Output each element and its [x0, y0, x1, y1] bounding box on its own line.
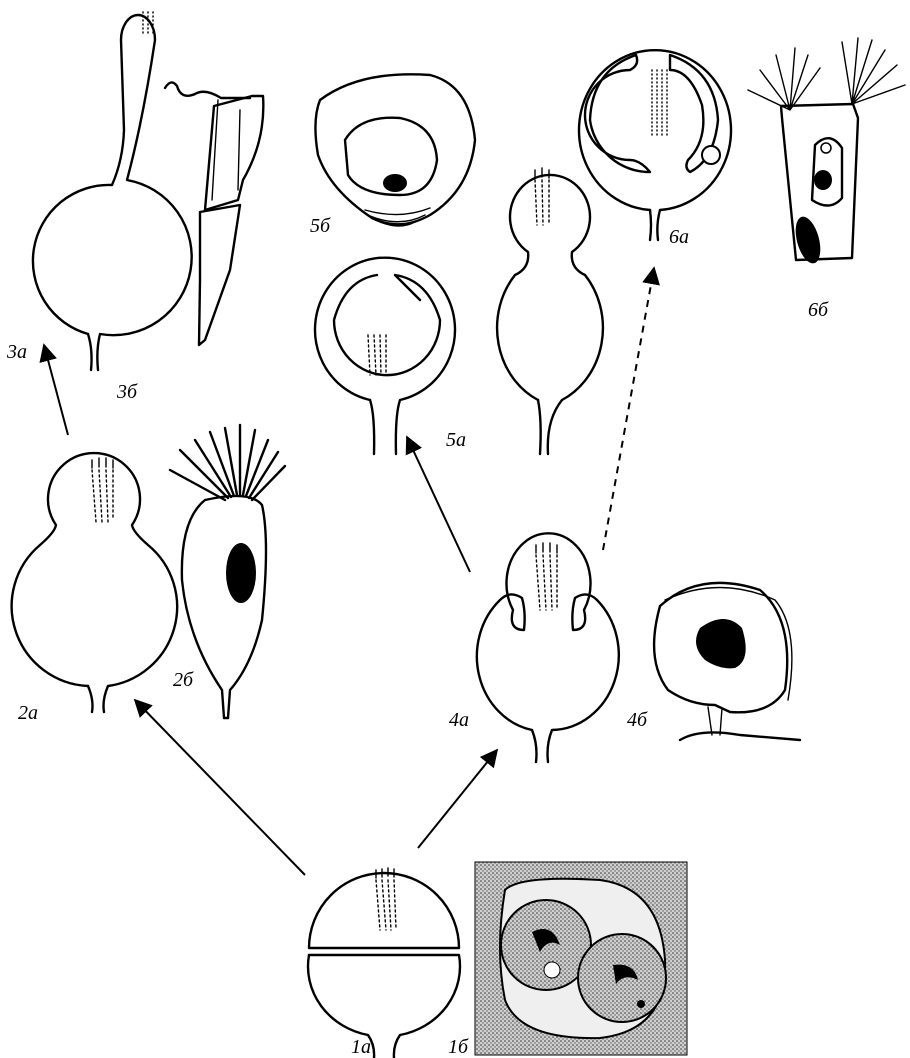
- label-2a: 2а: [18, 702, 38, 724]
- flagella-bases: [92, 458, 113, 522]
- label-6a: 6а: [669, 226, 689, 248]
- label-5a: 5а: [446, 429, 466, 451]
- label-2b: 2б: [173, 669, 194, 691]
- figure-3a-cell: [33, 12, 192, 370]
- label-5b: 5б: [310, 215, 331, 237]
- figure-5a-right: [497, 168, 603, 454]
- figure-4b-cyst: [654, 583, 800, 740]
- arrow-2a-to-3a: [44, 345, 68, 435]
- arrow-4a-to-5a: [407, 437, 470, 572]
- label-3b: 3б: [116, 381, 138, 403]
- figure-2a-cell: [12, 453, 177, 712]
- figure-6a-cell: [579, 50, 731, 240]
- label-1a: 1а: [351, 1036, 371, 1058]
- figure-1a-dividing-cell: [308, 868, 460, 1058]
- label-4a: 4а: [449, 709, 469, 731]
- figure-1b-micrograph: [475, 862, 687, 1055]
- arrow-1a-to-4a: [418, 750, 497, 848]
- arrow-1a-to-2a: [135, 700, 305, 875]
- label-6b: 6б: [808, 299, 829, 321]
- label-3a: 3а: [6, 341, 27, 363]
- label-4b: 4б: [627, 709, 648, 731]
- figure-6b-lorica: [748, 38, 905, 266]
- flagella-bases: [536, 543, 557, 610]
- figure-4a-cell: [477, 533, 619, 762]
- arrow-4a-to-6a-dashed: [603, 268, 654, 550]
- figure-5a-left: [315, 258, 455, 454]
- flagella-tufts: [748, 38, 905, 110]
- flagella-crown: [170, 425, 285, 500]
- figure-5b-cyst: [315, 74, 475, 226]
- flagella-bases: [376, 868, 396, 930]
- label-1b: 1б: [448, 1036, 469, 1058]
